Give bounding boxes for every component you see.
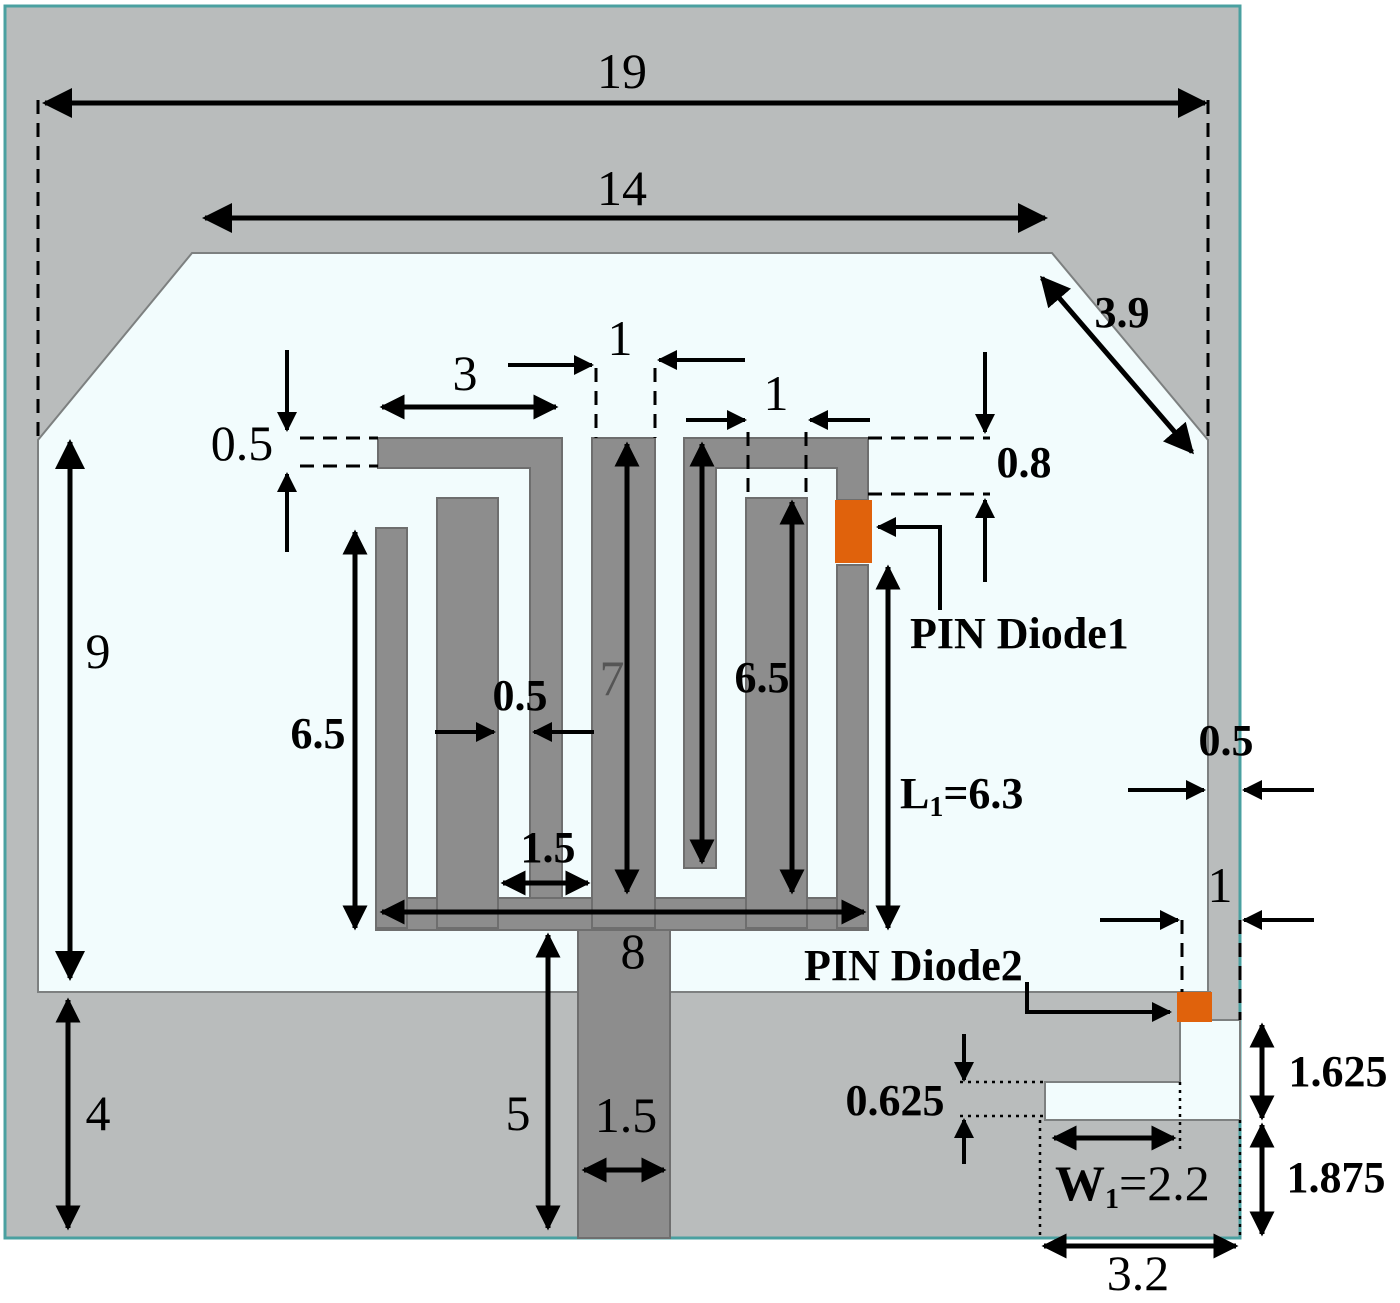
label-14: 14	[597, 160, 647, 216]
label-0-5-right: 0.5	[1199, 716, 1254, 765]
stub-left-inner	[436, 497, 499, 929]
label-1-625: 1.625	[1289, 1047, 1388, 1096]
label-0-8: 0.8	[997, 438, 1052, 487]
label-1-5-feed: 1.5	[595, 1087, 658, 1143]
feed-line	[577, 929, 671, 1239]
label-3-2: 3.2	[1107, 1245, 1170, 1298]
label-6-5-left: 6.5	[291, 709, 346, 758]
label-9: 9	[86, 623, 111, 679]
label-8: 8	[621, 923, 646, 979]
label-w1: W1=2.2	[1055, 1155, 1210, 1215]
pin-diode-1	[835, 500, 872, 563]
label-1-5-stub: 1.5	[521, 823, 576, 872]
arrow-3-9	[1040, 275, 1194, 455]
hook-left	[377, 437, 563, 899]
stub-right-inner	[745, 497, 808, 929]
label-pin-diode-2: PIN Diode2	[804, 941, 1023, 990]
label-4: 4	[86, 1085, 111, 1141]
label-1-side: 1	[1208, 857, 1233, 913]
label-3-9: 3.9	[1095, 288, 1150, 337]
dimension-arrows	[42, 88, 1275, 1259]
label-1-875: 1.875	[1287, 1153, 1386, 1202]
dotted-lines	[960, 1080, 1242, 1240]
extension-lines	[36, 100, 1242, 1020]
label-3: 3	[453, 345, 478, 401]
label-0-5-mid: 0.5	[493, 671, 548, 720]
stub-left-outer	[375, 527, 408, 929]
label-0-5-left: 0.5	[211, 415, 274, 471]
label-1-right: 1	[764, 365, 789, 421]
label-19: 19	[597, 43, 647, 99]
stub-right-outer-lower	[836, 564, 869, 929]
label-pin-diode-1: PIN Diode1	[910, 609, 1129, 658]
label-5: 5	[506, 1085, 531, 1141]
pointer-arrows	[277, 350, 1314, 1164]
label-l1: L1=6.3	[900, 769, 1023, 823]
label-6-5-right: 6.5	[735, 653, 790, 702]
label-1-top: 1	[608, 310, 633, 366]
pin-diode-2	[1177, 992, 1212, 1022]
label-7: 7	[600, 650, 625, 706]
label-0-625: 0.625	[846, 1076, 945, 1125]
